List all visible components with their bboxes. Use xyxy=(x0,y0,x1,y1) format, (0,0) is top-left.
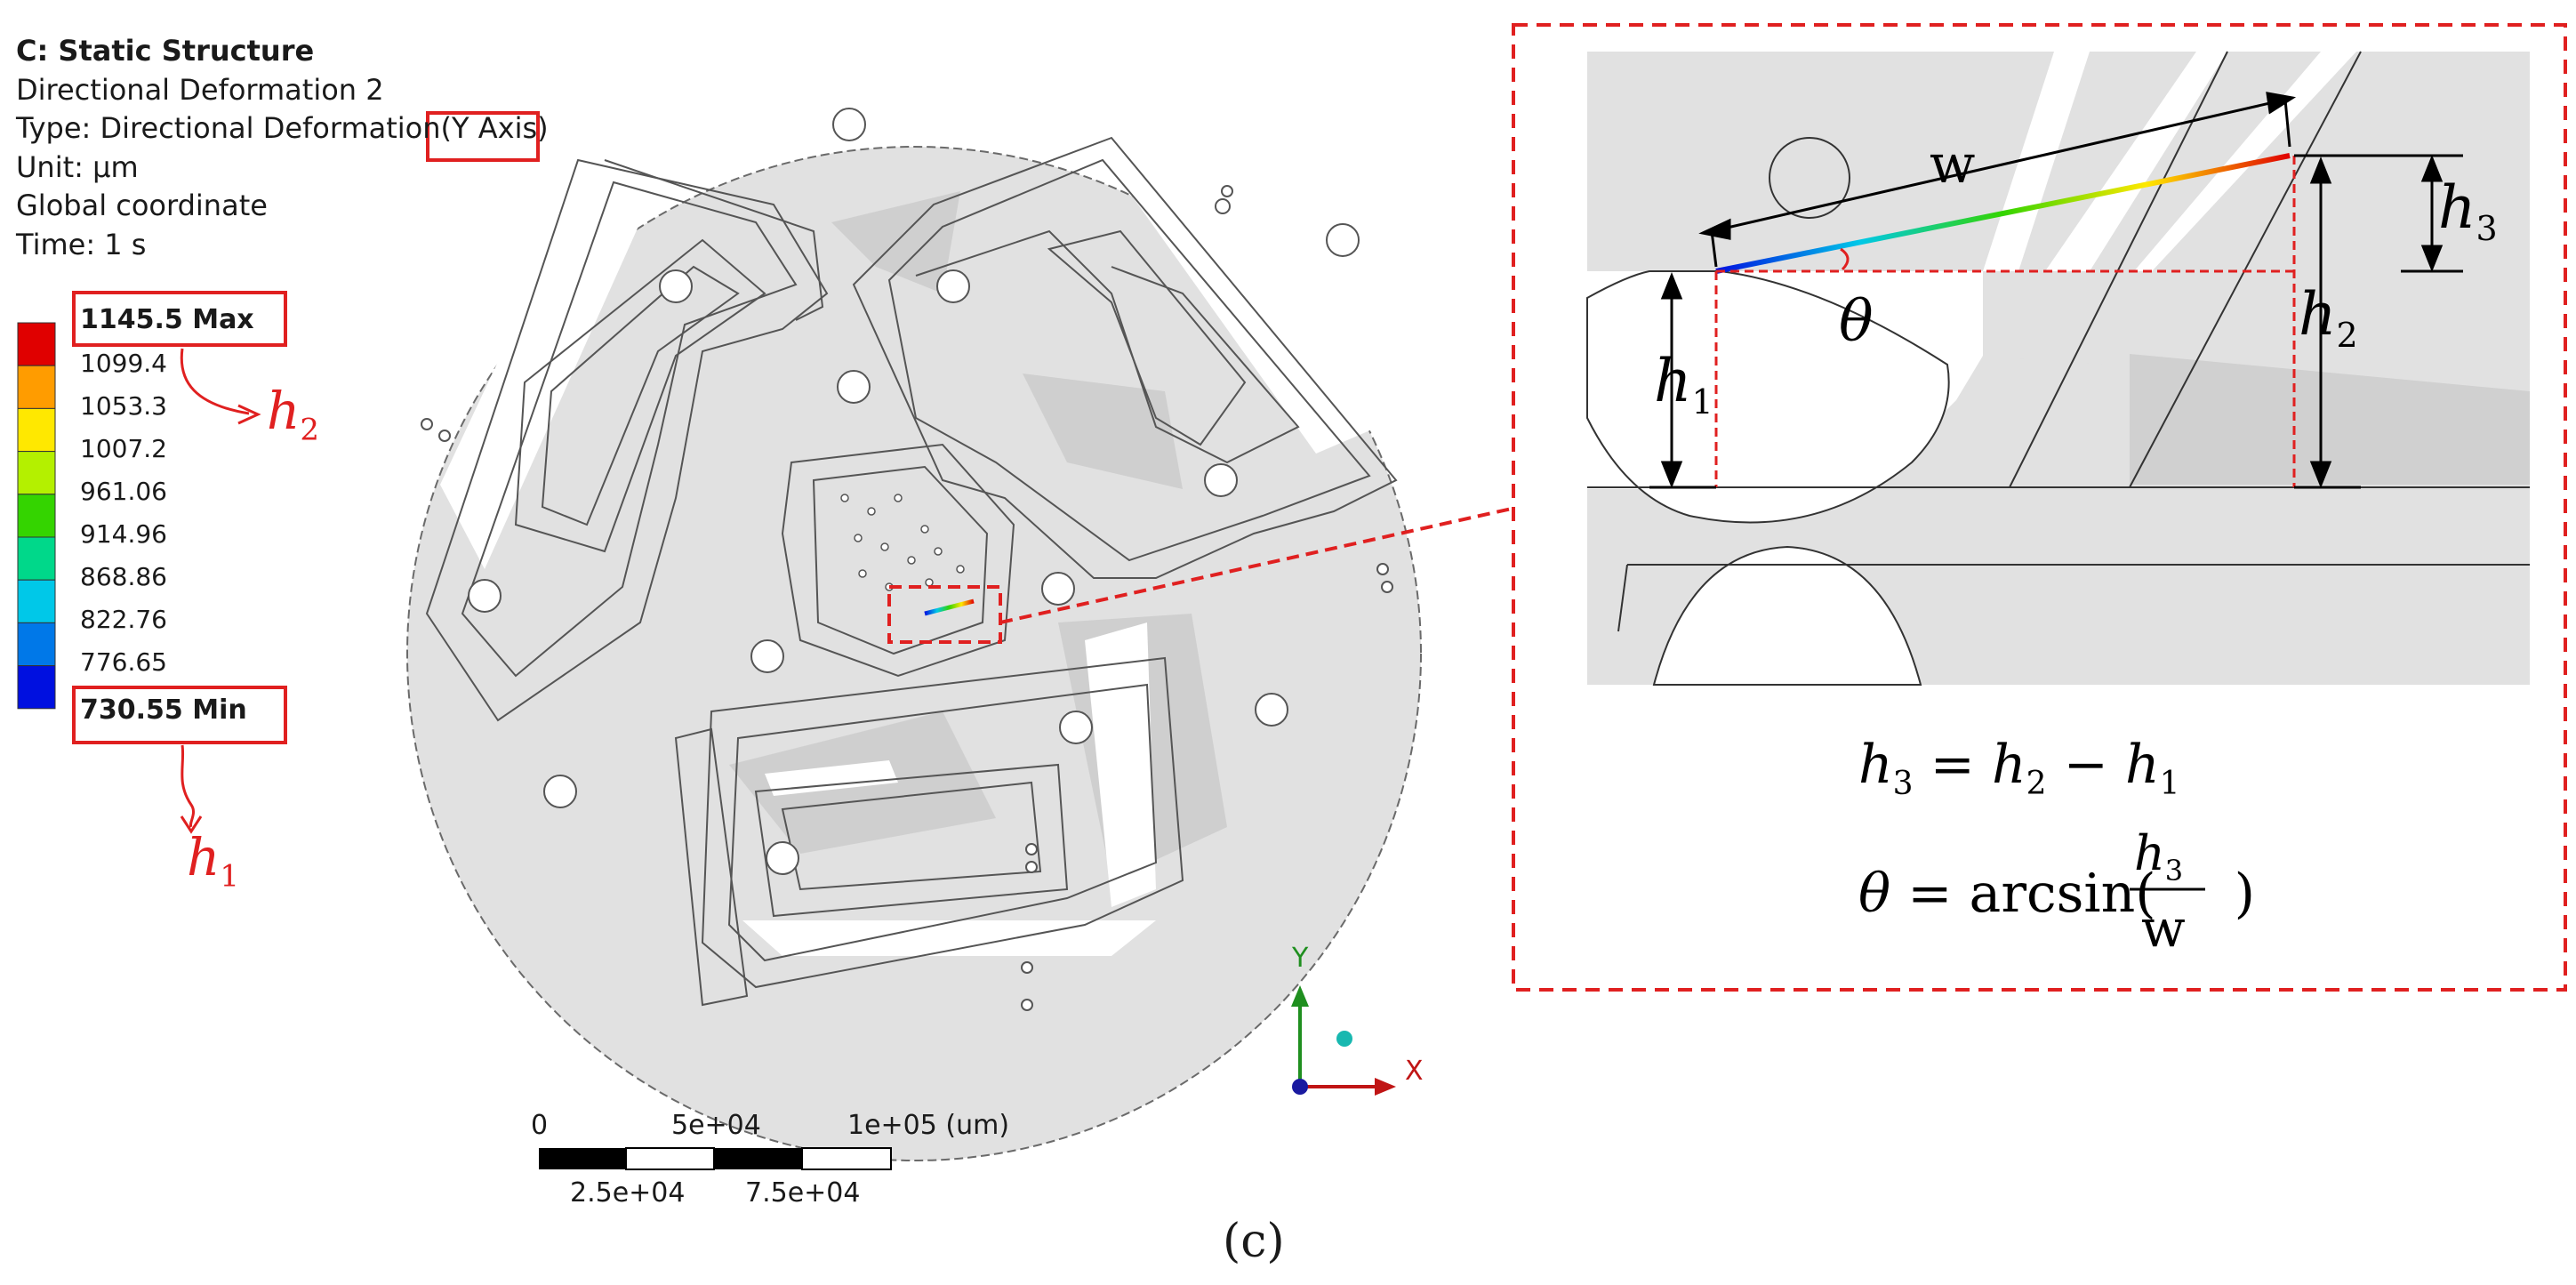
legend-swatch xyxy=(17,579,56,623)
result-info: C: Static Structure Directional Deformat… xyxy=(16,32,549,264)
formula-h3: h3 = h2 − h1 xyxy=(1858,734,2180,802)
h2-annotation: h2 xyxy=(267,381,319,448)
legend-value: 1099.4 xyxy=(80,349,167,378)
legend-swatch xyxy=(17,494,56,538)
fraction-denominator: w xyxy=(2141,898,2186,959)
analysis-title: C: Static Structure xyxy=(16,34,315,68)
legend-swatch xyxy=(17,622,56,667)
result-time: Time: 1 s xyxy=(16,227,147,261)
result-name: Directional Deformation 2 xyxy=(16,72,384,107)
legend-value: 1053.3 xyxy=(80,391,167,421)
scale-bar xyxy=(539,1147,892,1170)
formula-theta: θ = arcsin() xyxy=(1858,863,2256,925)
scale-label: 0 xyxy=(531,1110,549,1141)
zoom-panel xyxy=(1512,23,2567,992)
legend-value: 776.65 xyxy=(80,647,167,677)
zoom-h3-label: h3 xyxy=(2438,173,2498,249)
scale-label: 5e+04 xyxy=(671,1110,761,1141)
legend-value: 914.96 xyxy=(80,519,167,549)
legend-swatch xyxy=(17,536,56,581)
color-legend-bar xyxy=(17,322,56,710)
legend-max: 1145.5 Max xyxy=(80,304,254,335)
legend-value: 822.76 xyxy=(80,605,167,634)
legend-swatch xyxy=(17,451,56,495)
fraction-numerator: h3 xyxy=(2134,825,2184,887)
result-type: Type: Directional Deformation(Y Axis) xyxy=(16,111,549,145)
max-highlight xyxy=(72,291,287,347)
type-axis: (Y Axis) xyxy=(440,111,549,145)
max-arrow xyxy=(180,348,250,415)
y-axis-label: Y xyxy=(1292,943,1309,974)
legend-swatch xyxy=(17,322,56,366)
zoom-theta-label: θ xyxy=(1839,289,1874,355)
h1-annotation: h1 xyxy=(187,827,239,895)
model-disk xyxy=(406,108,1513,1161)
scale-label: 1e+05 (um) xyxy=(847,1110,1010,1141)
legend-value: 961.06 xyxy=(80,477,167,506)
result-unit: Unit: µm xyxy=(16,149,139,184)
y-axis-highlight xyxy=(426,111,540,162)
zoom-connector xyxy=(999,507,1513,624)
scale-label: 2.5e+04 xyxy=(570,1177,686,1209)
legend-swatch xyxy=(17,665,56,710)
legend-min: 730.55 Min xyxy=(80,695,247,726)
figure-caption: (c) xyxy=(1223,1215,1285,1268)
min-arrow xyxy=(181,744,196,828)
x-axis-label: X xyxy=(1405,1056,1424,1087)
legend-swatch xyxy=(17,407,56,453)
legend-value: 868.86 xyxy=(80,562,167,591)
zoom-h2-label: h2 xyxy=(2299,280,2358,356)
legend-value: 1007.2 xyxy=(80,434,167,463)
scale-label: 7.5e+04 xyxy=(745,1177,861,1209)
result-coords: Global coordinate xyxy=(16,189,268,222)
zoom-w-label: w xyxy=(1930,133,1976,196)
zoom-h1-label: h1 xyxy=(1654,347,1713,422)
min-highlight xyxy=(72,686,287,744)
zoom-source-box xyxy=(887,585,1002,644)
coordinate-triad xyxy=(1291,985,1396,1096)
legend-swatch xyxy=(17,365,56,409)
